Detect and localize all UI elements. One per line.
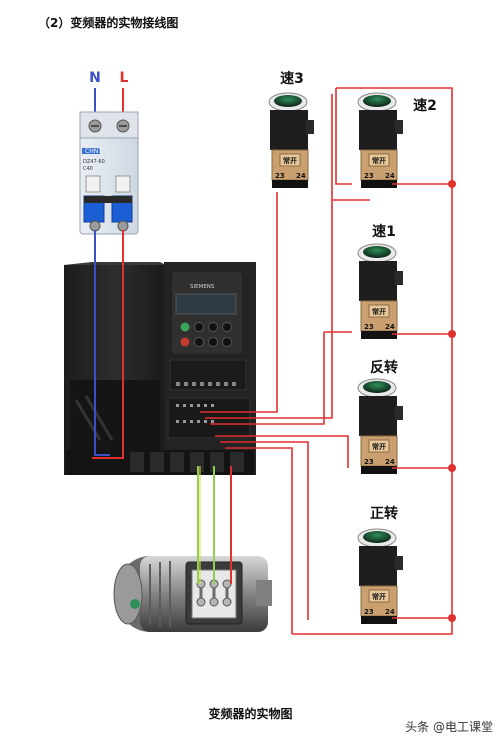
- terminal-23-label: 23: [275, 172, 285, 180]
- contact-type-label: 常开: [372, 156, 386, 165]
- circuit-breaker: N L CHNT DZ47-60 C40: [79, 70, 139, 235]
- junctions: [448, 180, 456, 622]
- pushbutton-label: 速2: [413, 97, 437, 114]
- terminal-23-label: 23: [364, 323, 374, 331]
- pushbutton-label: 正转: [370, 505, 398, 522]
- wire-speed3-to-inverter: [200, 192, 278, 413]
- terminal-24-label: 24: [385, 323, 395, 331]
- pushbutton-label: 反转: [370, 359, 398, 376]
- button-cap-icon: [363, 381, 391, 393]
- pushbutton-speed3: 速3 常开 23 24: [268, 70, 314, 188]
- contact-type-label: 常开: [372, 592, 386, 601]
- breaker-rating: C40: [83, 166, 93, 172]
- pushbutton-speed2: 速2 常开 23 24: [357, 92, 437, 188]
- inverter-display: [175, 293, 237, 315]
- terminal-24-label: 24: [296, 172, 306, 180]
- wire-speed1-to-inverter: [210, 332, 325, 425]
- button-cap-icon: [363, 531, 391, 543]
- wire-speed2-to-inverter: [205, 94, 370, 419]
- terminal-23-label: 23: [364, 608, 374, 616]
- inverter-brand: SIEMENS: [190, 284, 215, 290]
- button-cap-icon: [274, 95, 302, 107]
- breaker-label-n: N: [89, 70, 101, 86]
- caption: 变频器的实物图: [208, 707, 293, 721]
- terminal-24-label: 24: [385, 458, 395, 466]
- pushbutton-label: 速3: [280, 70, 304, 87]
- control-wires: [200, 87, 453, 635]
- terminal-24-label: 24: [385, 172, 395, 180]
- terminal-24-label: 24: [385, 608, 395, 616]
- wire-n-to-inverter: [94, 230, 110, 456]
- breaker-label-l: L: [120, 70, 129, 86]
- junction-dot: [448, 330, 456, 338]
- button-cap-icon: [363, 246, 391, 258]
- watermark: 头条 @电工课堂: [405, 720, 493, 734]
- junction-dot: [448, 464, 456, 472]
- inverter: SIEMENS: [64, 262, 256, 475]
- junction-dot: [448, 180, 456, 188]
- terminal-23-label: 23: [364, 458, 374, 466]
- wire-common-bottom: [225, 447, 293, 634]
- wire-reverse-to-inverter: [215, 435, 349, 468]
- motor: [113, 556, 272, 632]
- wire-common-top: [336, 87, 453, 620]
- button-cap-icon: [363, 95, 391, 107]
- heading: （2）变频器的实物接线图: [38, 16, 179, 30]
- terminal-23-label: 23: [364, 172, 374, 180]
- breaker-brand: CHNT: [85, 148, 102, 155]
- wire-forward-to-inverter: [220, 441, 309, 620]
- wire-l-to-inverter: [92, 230, 124, 459]
- pushbutton-speed1: 速1 常开 23 24: [357, 223, 403, 339]
- junction-dot: [448, 614, 456, 622]
- breaker-model: DZ47-60: [83, 159, 105, 165]
- contact-type-label: 常开: [372, 442, 386, 451]
- contact-type-label: 常开: [283, 156, 297, 165]
- pushbutton-label: 速1: [372, 223, 396, 240]
- contact-type-label: 常开: [372, 307, 386, 316]
